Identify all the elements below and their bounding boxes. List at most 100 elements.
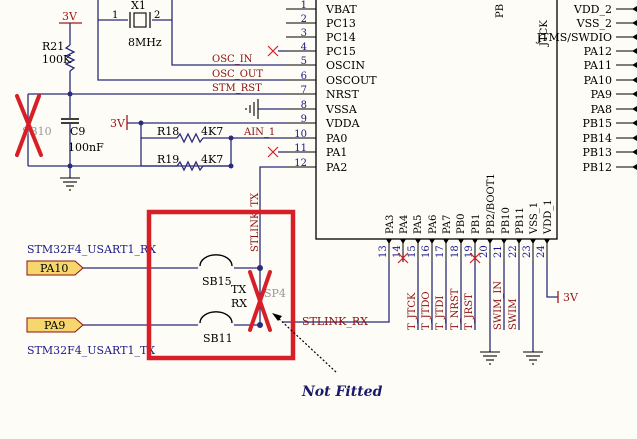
pin-num-23: 23 xyxy=(522,245,533,258)
rx-label: RX xyxy=(231,297,247,310)
net-ain1: AIN_1 xyxy=(243,127,275,138)
r18-value: 4K7 xyxy=(201,125,223,138)
pin-name-pa4: PA4 xyxy=(399,215,410,234)
pin-name-pa2: PA2 xyxy=(326,161,347,174)
pin-name-pb15: PB15 xyxy=(583,117,612,130)
crystal-x1 xyxy=(98,12,172,28)
pin-name-pb10: PB10 xyxy=(501,207,512,234)
pin-num-7: 7 xyxy=(301,85,307,96)
pin-num-17: 17 xyxy=(435,245,446,258)
no-connect-pc15 xyxy=(267,45,279,57)
pin-name-pa10: PA10 xyxy=(584,74,612,87)
ground-symbol-vssa xyxy=(245,99,259,119)
pin-name-pb13: PB13 xyxy=(583,146,612,159)
pin-name-pa7: PA7 xyxy=(442,215,453,234)
tag-pa9 xyxy=(26,317,84,333)
crystal-value: 8MHz xyxy=(128,36,162,49)
pin-name-pa9: PA9 xyxy=(591,88,612,101)
tag-pa10 xyxy=(26,260,84,276)
pin-num-5: 5 xyxy=(301,56,307,67)
label-usart1-tx: STM32F4_USART1_TX xyxy=(27,344,155,357)
net-t-jtdi: T_JTDI xyxy=(435,296,446,330)
pin-num-14: 14 xyxy=(392,245,403,258)
pin-num-15: 15 xyxy=(407,245,418,258)
pin-num-20: 20 xyxy=(479,245,490,258)
pin-num-8: 8 xyxy=(301,100,307,111)
capacitor-c9 xyxy=(61,118,79,124)
mcu-bottom-arrows xyxy=(386,239,550,244)
resistor-r18 xyxy=(176,132,204,144)
pin-name-pb14: PB14 xyxy=(583,132,612,145)
pin-num-11: 11 xyxy=(294,143,307,154)
pin-name-vdda: VDDA xyxy=(325,117,361,130)
pin-num-3: 3 xyxy=(301,28,307,39)
not-fitted-pointer xyxy=(275,315,337,373)
r19-ref: R19 xyxy=(157,153,179,166)
power-3v-mid: 3V xyxy=(110,117,126,130)
pin-name-pa1: PA1 xyxy=(326,146,347,159)
sp4-not-fitted-x xyxy=(248,270,272,332)
pin-name-pa0: PA0 xyxy=(326,132,347,145)
pin-name-oscin: OSCIN xyxy=(326,59,365,72)
net-swim: SWIM xyxy=(508,299,519,330)
pin-name-vbat: VBAT xyxy=(325,3,357,16)
pin-name-pb12: PB12 xyxy=(583,161,612,174)
pin-name-vdd2: VDD_2 xyxy=(573,3,612,16)
pin-num-24: 24 xyxy=(536,245,547,258)
pin-num-9: 9 xyxy=(301,114,307,125)
pin-num-13: 13 xyxy=(378,245,389,258)
mcu-right-arrows xyxy=(632,6,637,170)
pin-name-vssa: VSSA xyxy=(325,103,358,116)
pin-name-pc15: PC15 xyxy=(326,45,356,58)
pin-num-4: 4 xyxy=(301,42,307,53)
net-swim-in: SWIM_IN xyxy=(493,281,504,330)
pin-name-pa12: PA12 xyxy=(584,45,612,58)
pin-name-vss2: VSS_2 xyxy=(576,17,612,30)
net-t-jrst: T_JRST xyxy=(464,293,475,330)
pin-num-19: 19 xyxy=(464,245,475,258)
net-stlink-tx: STLINK_TX xyxy=(250,192,261,252)
crystal-ref: X1 xyxy=(131,0,146,12)
pin-name-vss1: VSS_1 xyxy=(529,202,540,235)
net-osc-out: OSC_OUT xyxy=(212,69,263,80)
pin-num-1: 1 xyxy=(301,0,307,11)
pin-name-pb2: PB2/BOOT1 xyxy=(486,173,497,234)
c9-ref: C9 xyxy=(70,125,85,138)
pin-num-6: 6 xyxy=(301,71,307,82)
pin-name-pc14: PC14 xyxy=(326,31,356,44)
tx-label: TX xyxy=(231,283,246,296)
ground-symbol-c9 xyxy=(60,177,80,191)
pin-num-22: 22 xyxy=(508,245,519,258)
solder-bridge-sb11 xyxy=(199,311,233,324)
pin-name-vdd1: VDD_1 xyxy=(543,199,554,235)
net-osc-in: OSC_IN xyxy=(212,54,253,65)
pin-name-pa3: PA3 xyxy=(385,215,396,234)
ground-symbol-vss1 xyxy=(523,351,543,365)
pin-num-18: 18 xyxy=(450,245,461,258)
r21-value: 100K xyxy=(42,53,72,66)
net-stlink-rx: STLINK_RX xyxy=(302,315,368,328)
crystal-pin2: 2 xyxy=(154,10,160,21)
mcu-body xyxy=(315,0,558,240)
label-usart1-rx: STM32F4_USART1_RX xyxy=(27,243,156,256)
no-connect-pb1 xyxy=(469,252,481,264)
pin-num-16: 16 xyxy=(421,245,432,258)
crystal-pin1: 1 xyxy=(112,10,118,21)
mcu-left-pins xyxy=(286,8,316,168)
pin-name-pc13: PC13 xyxy=(326,17,356,30)
sb10-not-fitted-x xyxy=(15,94,43,157)
mcu-right-pins xyxy=(616,8,637,168)
pin-name-pb11: PB11 xyxy=(515,207,526,234)
sb15-label: SB15 xyxy=(202,275,232,288)
pin-num-10: 10 xyxy=(294,129,307,140)
resistor-r21 xyxy=(64,44,76,72)
ground-symbol-vss xyxy=(480,351,500,365)
net-t-jtck: T_JTCK xyxy=(407,292,418,330)
c9-value: 100nF xyxy=(68,141,104,154)
pin-name-oscout: OSCOUT xyxy=(326,74,377,87)
no-connect-pa1 xyxy=(267,146,279,158)
pin-num-12: 12 xyxy=(294,158,307,169)
highlight-box xyxy=(146,209,296,361)
pin-name-nrst: NRST xyxy=(326,88,359,101)
